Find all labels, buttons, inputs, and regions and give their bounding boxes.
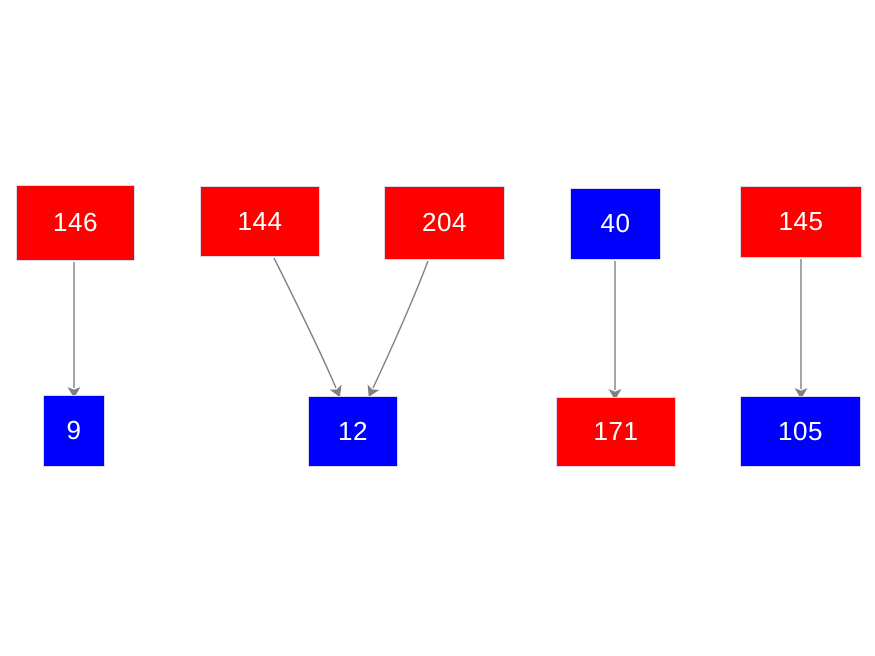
graph-node-171[interactable]: 171 xyxy=(556,397,676,467)
edges-group xyxy=(67,257,808,400)
graph-node-145[interactable]: 145 xyxy=(740,186,862,258)
graph-node-12[interactable]: 12 xyxy=(308,396,398,467)
graph-node-label: 9 xyxy=(66,415,82,445)
graph-node-204[interactable]: 204 xyxy=(384,186,505,260)
graph-node-144[interactable]: 144 xyxy=(200,186,320,257)
graph-node-9[interactable]: 9 xyxy=(43,395,105,467)
graph-node-label: 40 xyxy=(600,208,631,238)
graph-edge-144-to-12 xyxy=(273,257,342,398)
graph-node-label: 171 xyxy=(593,416,639,446)
graph-node-146[interactable]: 146 xyxy=(16,185,135,261)
graph-node-label: 204 xyxy=(422,207,467,237)
graph-node-label: 146 xyxy=(53,207,98,237)
graph-node-105[interactable]: 105 xyxy=(740,396,861,467)
graph-node-label: 12 xyxy=(338,415,368,446)
graph-node-40[interactable]: 40 xyxy=(570,188,661,260)
graph-node-label: 105 xyxy=(778,415,823,446)
graph-node-label: 144 xyxy=(237,205,283,236)
graph-node-label: 145 xyxy=(778,206,824,236)
graph-edge-204-to-12 xyxy=(367,260,429,398)
